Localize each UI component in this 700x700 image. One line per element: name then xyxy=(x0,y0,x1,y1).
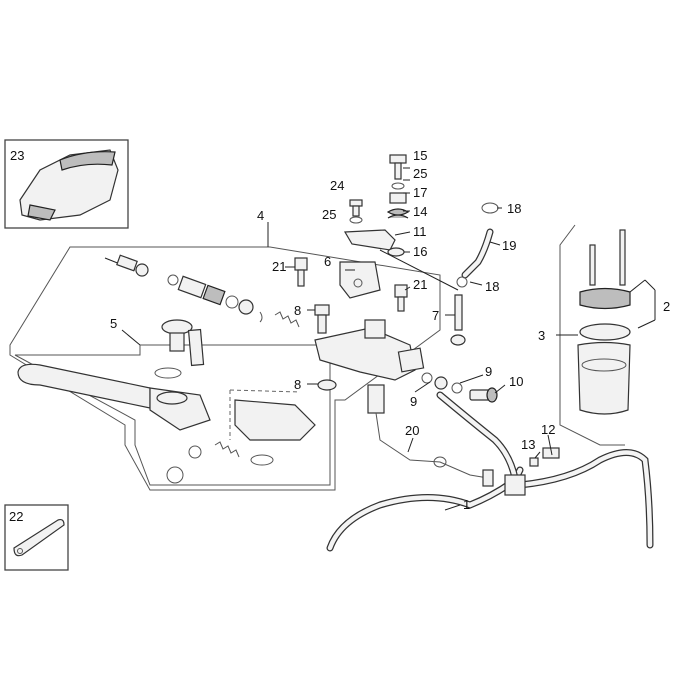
callout-22: 22 xyxy=(9,509,23,524)
callout-21-left: 21 xyxy=(272,259,286,274)
callout-12: 12 xyxy=(541,422,555,437)
callout-20: 20 xyxy=(405,423,419,438)
callout-17: 17 xyxy=(413,185,427,200)
callout-18-mid: 18 xyxy=(485,279,499,294)
callout-3: 3 xyxy=(538,328,545,343)
callout-25-top: 25 xyxy=(413,166,427,181)
callout-24: 24 xyxy=(330,178,344,193)
callout-14: 14 xyxy=(413,204,427,219)
callout-1: 1 xyxy=(463,497,470,512)
callout-19: 19 xyxy=(502,238,516,253)
piston-kit xyxy=(104,254,300,328)
callout-15: 15 xyxy=(413,148,427,163)
assembly-outline-4 xyxy=(9,246,441,491)
callout-11: 11 xyxy=(413,224,427,239)
callout-18-top: 18 xyxy=(507,201,521,216)
callout-8-lower: 8 xyxy=(294,377,301,392)
callout-9-left: 9 xyxy=(410,394,417,409)
leader-lines xyxy=(121,167,656,511)
callout-7: 7 xyxy=(432,308,439,323)
bolts xyxy=(294,257,408,391)
callout-10: 10 xyxy=(509,374,523,389)
callout-16: 16 xyxy=(413,244,427,259)
banjo-fitting xyxy=(421,372,498,403)
callout-13: 13 xyxy=(521,437,535,452)
inset-box-23: 23 xyxy=(4,139,129,229)
callout-21-right: 21 xyxy=(413,277,427,292)
brake-hoses xyxy=(326,391,654,552)
callout-6: 6 xyxy=(324,254,331,269)
assembly-outline-5 xyxy=(14,344,331,486)
callout-4: 4 xyxy=(257,208,264,223)
callout-23: 23 xyxy=(10,148,24,163)
adjuster-parts xyxy=(154,319,316,484)
stop-switch-cable xyxy=(367,384,494,487)
callout-25-left: 25 xyxy=(322,207,336,222)
inset-box-22: 22 xyxy=(4,504,69,571)
callouts: 4 5 6 21 21 8 8 15 25 24 17 25 14 11 16 … xyxy=(110,148,670,512)
fluid-reservoir xyxy=(559,224,631,446)
pump-body xyxy=(314,261,425,381)
callout-8-upper: 8 xyxy=(294,303,301,318)
cover-components xyxy=(343,154,410,257)
reservoir-hose xyxy=(450,202,499,346)
callout-2: 2 xyxy=(663,299,670,314)
callout-9-right: 9 xyxy=(485,364,492,379)
callout-5: 5 xyxy=(110,316,117,331)
